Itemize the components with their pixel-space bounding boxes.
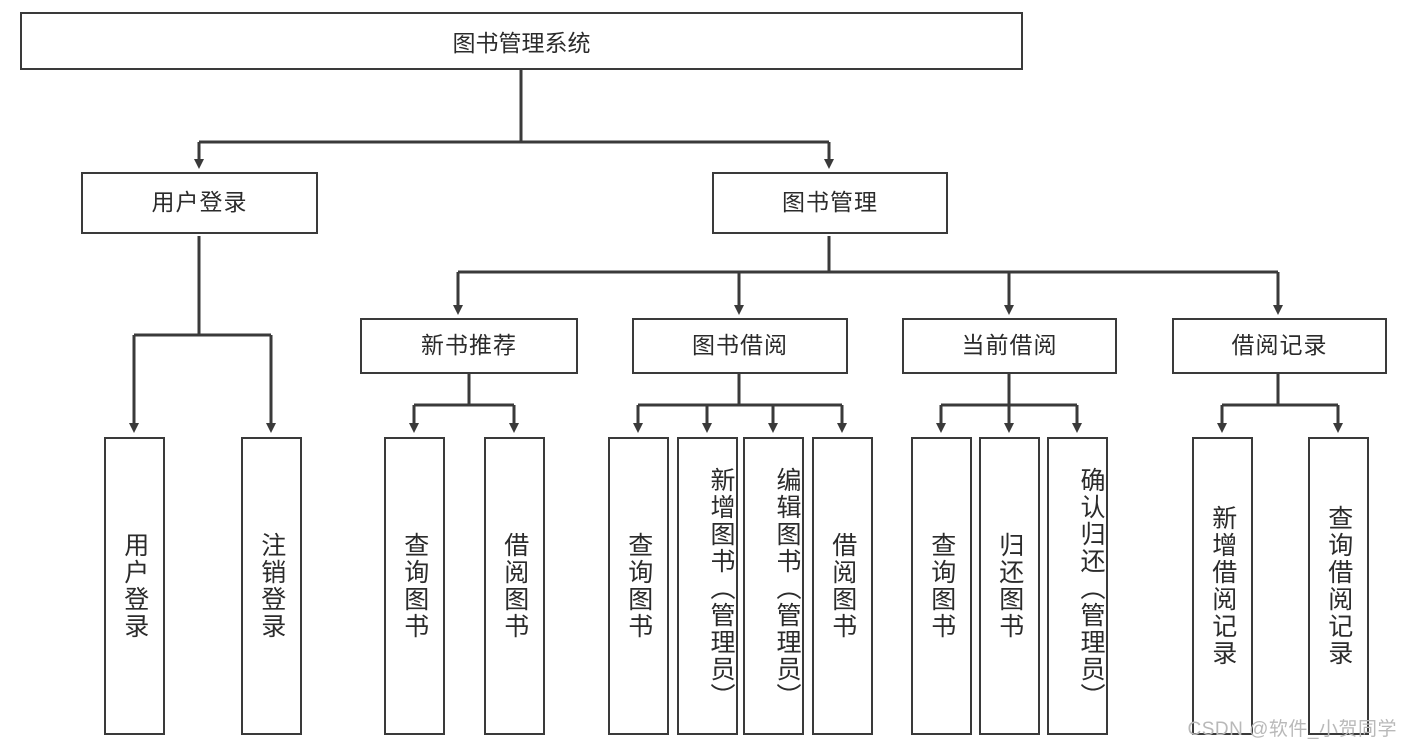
node-root[interactable]: 图书管理系统 [20, 12, 1023, 70]
leaf-current-borrow-confirm[interactable]: 确认归还（管理员） [1047, 437, 1108, 735]
leaf-user-login-signout[interactable]: 注销登录 [241, 437, 302, 735]
node-user-login[interactable]: 用户登录 [81, 172, 318, 234]
leaf-label: 查询图书 [624, 532, 653, 640]
leaf-user-login-signin[interactable]: 用户登录 [104, 437, 165, 735]
leaf-book-borrow-edit[interactable]: 编辑图书（管理员） [743, 437, 804, 735]
node-current-borrow[interactable]: 当前借阅 [902, 318, 1117, 374]
leaf-label: 借阅图书 [828, 532, 857, 640]
leaf-label: 借阅图书 [500, 532, 529, 640]
leaf-label: 编辑图书（管理员） [773, 466, 801, 710]
leaf-label: 查询借阅记录 [1324, 505, 1353, 667]
leaf-current-borrow-query[interactable]: 查询图书 [911, 437, 972, 735]
leaf-label: 注销登录 [257, 532, 286, 640]
leaf-label: 新增图书（管理员） [707, 466, 735, 710]
leaf-label: 新增借阅记录 [1208, 505, 1237, 667]
leaf-book-borrow-borrow[interactable]: 借阅图书 [812, 437, 873, 735]
node-root-label: 图书管理系统 [452, 30, 591, 56]
node-book-management[interactable]: 图书管理 [712, 172, 948, 234]
node-new-book-recommend[interactable]: 新书推荐 [360, 318, 578, 374]
leaf-borrow-record-add[interactable]: 新增借阅记录 [1192, 437, 1253, 735]
node-book-borrow-label: 图书借阅 [692, 332, 788, 359]
leaf-label: 归还图书 [995, 532, 1024, 640]
leaf-label: 查询图书 [927, 532, 956, 640]
watermark: CSDN @软件_小贺同学 [1187, 719, 1397, 740]
node-current-borrow-label: 当前借阅 [961, 332, 1058, 359]
leaf-new-book-query[interactable]: 查询图书 [384, 437, 445, 735]
node-borrow-record-label: 借阅记录 [1231, 332, 1328, 359]
leaf-book-borrow-query[interactable]: 查询图书 [608, 437, 669, 735]
node-user-login-label: 用户登录 [151, 189, 248, 216]
leaf-label: 用户登录 [120, 532, 149, 640]
leaf-current-borrow-return[interactable]: 归还图书 [979, 437, 1040, 735]
node-book-borrow[interactable]: 图书借阅 [632, 318, 848, 374]
node-borrow-record[interactable]: 借阅记录 [1172, 318, 1387, 374]
leaf-label: 查询图书 [400, 532, 429, 640]
leaf-label: 确认归还（管理员） [1077, 466, 1105, 710]
leaf-borrow-record-query[interactable]: 查询借阅记录 [1308, 437, 1369, 735]
leaf-book-borrow-add[interactable]: 新增图书（管理员） [677, 437, 738, 735]
leaf-new-book-borrow[interactable]: 借阅图书 [484, 437, 545, 735]
node-new-book-recommend-label: 新书推荐 [421, 332, 517, 359]
node-book-management-label: 图书管理 [782, 189, 878, 216]
